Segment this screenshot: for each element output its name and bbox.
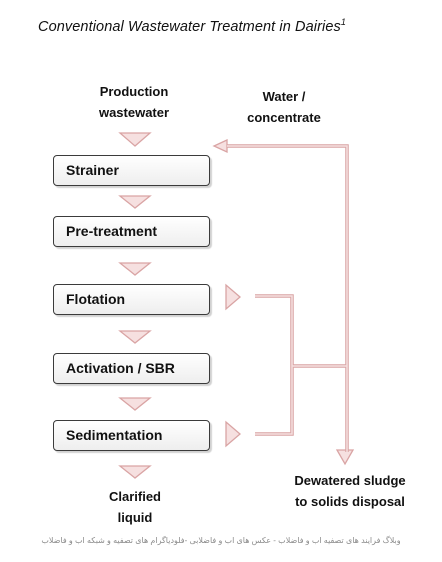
sludge-collector-line: [255, 294, 294, 436]
right-arrow-icon: [225, 283, 241, 311]
sludge-arrowhead-icon: [335, 449, 355, 466]
down-arrow-icon: [118, 195, 152, 209]
step-pre-treatment: Pre-treatment: [53, 216, 210, 247]
down-arrow-icon: [118, 397, 152, 411]
recycle-line: [227, 144, 349, 452]
step-activation-sbr: Activation / SBR: [53, 353, 210, 384]
down-arrow-icon: [118, 132, 152, 147]
step-flotation: Flotation: [53, 284, 210, 315]
footer-caption: وبلاگ فرایند های تصفیه اب و فاضلاب - عکس…: [41, 536, 401, 545]
down-arrow-icon: [118, 465, 152, 479]
step-strainer: Strainer: [53, 155, 210, 186]
recycle-arrowhead-icon: [212, 138, 228, 154]
recycle-label: Water /concentrate: [247, 89, 321, 125]
diagram-title: Conventional Wastewater Treatment in Dai…: [38, 17, 346, 35]
right-arrow-icon: [225, 420, 241, 448]
step-sedimentation: Sedimentation: [53, 420, 210, 451]
down-arrow-icon: [118, 262, 152, 276]
down-arrow-icon: [118, 330, 152, 344]
